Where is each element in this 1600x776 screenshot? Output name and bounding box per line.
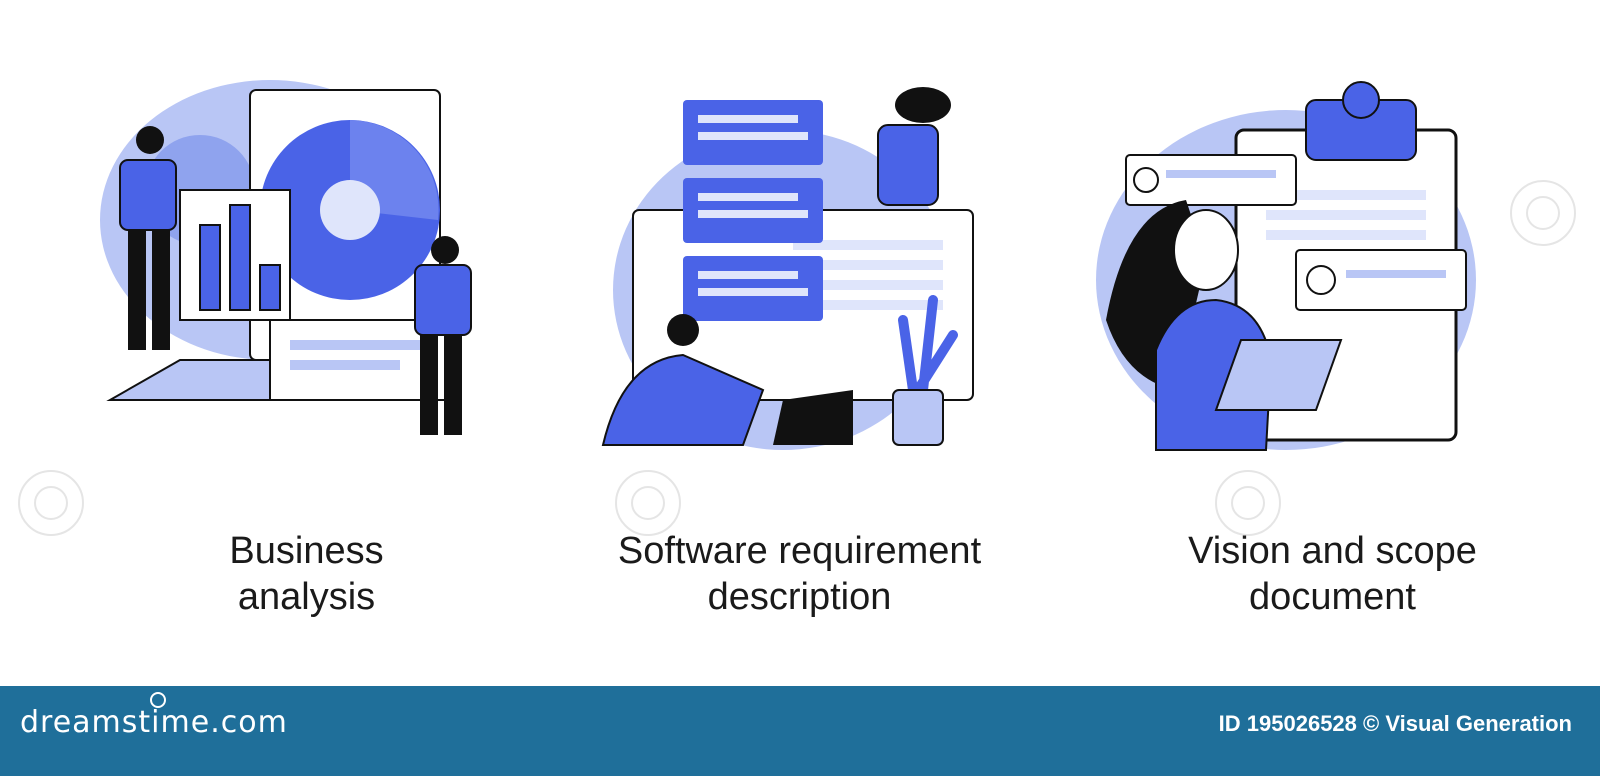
panel-vision-scope: Vision and scope document <box>1066 0 1599 686</box>
caption-business-analysis: Business analysis <box>40 528 573 620</box>
logo-ring-icon <box>150 692 166 708</box>
caption-line: analysis <box>237 576 376 618</box>
caption-vision-scope: Vision and scope document <box>1066 528 1599 620</box>
caption-line: document <box>1249 576 1416 618</box>
watermark-mark <box>1215 470 1281 536</box>
panel-business-analysis: Business analysis <box>40 0 573 686</box>
brand-logo[interactable]: dreamstime.com <box>20 705 288 740</box>
business-analysis-illustration <box>100 80 472 435</box>
panel-software-requirement: Software requirement description <box>533 0 1066 686</box>
software-requirement-illustration <box>601 87 974 450</box>
caption-line: Vision and scope <box>1188 530 1477 572</box>
caption-software-requirement: Software requirement description <box>533 528 1066 620</box>
caption-line: Software requirement <box>617 530 982 572</box>
caption-line: Business <box>229 530 384 572</box>
image-credit: ID 195026528 © Visual Generation <box>1218 711 1572 736</box>
footer-bar: dreamstime.com ID 195026528 © Visual Gen… <box>0 686 1600 776</box>
caption-line: description <box>707 576 892 618</box>
vision-scope-illustration <box>1096 81 1476 451</box>
watermark-mark <box>615 470 681 536</box>
watermark-mark <box>18 470 84 536</box>
watermark-mark <box>1510 180 1576 246</box>
